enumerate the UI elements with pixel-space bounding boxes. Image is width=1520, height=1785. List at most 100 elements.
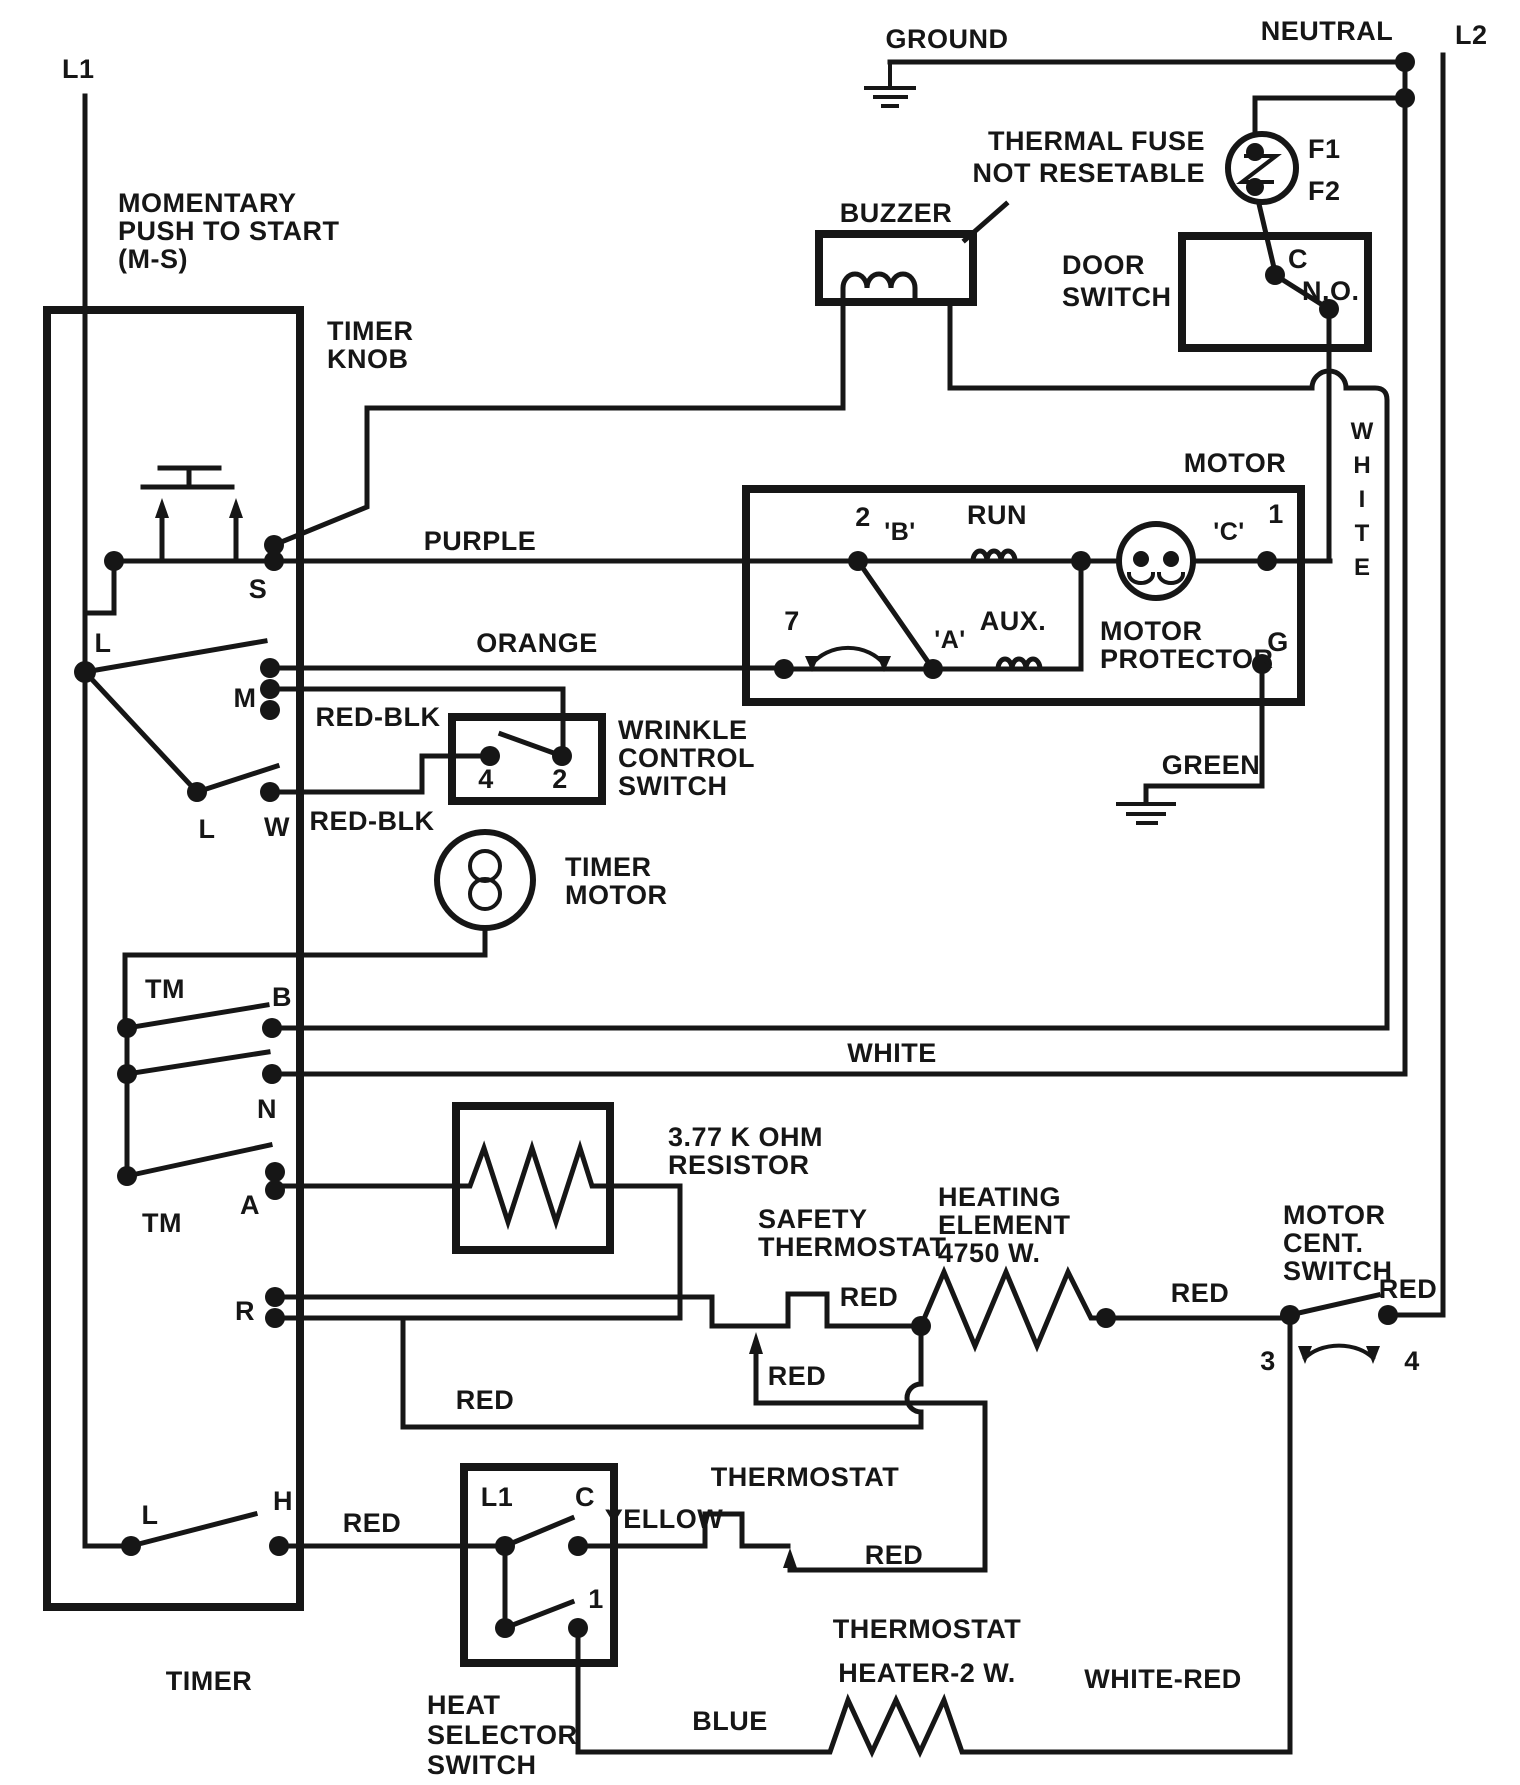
- terminal-n-label: N: [257, 1094, 277, 1124]
- heat-selector-1-label: 1: [588, 1584, 604, 1614]
- red-label-7: RED: [1379, 1274, 1438, 1304]
- door-switch-label-1: DOOR: [1062, 250, 1145, 280]
- neutral-label: NEUTRAL: [1261, 16, 1394, 46]
- thermostat-label: THERMOSTAT: [711, 1462, 899, 1492]
- buzzer-box: [815, 230, 977, 306]
- orange-wire-label: ORANGE: [476, 628, 598, 658]
- momentary-label-1: MOMENTARY: [118, 188, 296, 218]
- heat-selector-c-label: C: [575, 1482, 595, 1512]
- motor-protector-icon: [1116, 521, 1196, 601]
- junction-dots: [74, 52, 1415, 1638]
- cent-swing-arrow-left-icon: [1298, 1346, 1312, 1364]
- cent-switch-label-1: MOTOR: [1283, 1200, 1386, 1230]
- safety-thermostat-contact-arrow-icon: [749, 1332, 763, 1354]
- buzzer-label: BUZZER: [840, 198, 953, 228]
- ground-label: GROUND: [886, 24, 1009, 54]
- red-blk-w-label: RED-BLK: [310, 806, 435, 836]
- motor-2-label: 2: [855, 502, 871, 532]
- l1-label: L1: [62, 54, 95, 84]
- timer-knob-label-1: TIMER: [327, 316, 414, 346]
- text-labels: L1 L2 GROUND NEUTRAL THERMAL FUSE NOT RE…: [62, 16, 1487, 1780]
- thermostat-heater-label-2: HEATER-2 W.: [838, 1658, 1016, 1688]
- timer-box: [43, 306, 304, 1611]
- resistor-box: [452, 1102, 614, 1254]
- fuse-f1-label: F1: [1308, 134, 1341, 164]
- safety-thermostat-label-1: SAFETY: [758, 1204, 868, 1234]
- white-wire-horizontal-label: WHITE: [847, 1038, 937, 1068]
- motor-protector-label-1: MOTOR: [1100, 616, 1203, 646]
- motor-label: MOTOR: [1184, 448, 1287, 478]
- timer-knob-label-2: KNOB: [327, 344, 409, 374]
- motor-b-label: 'B': [884, 518, 915, 546]
- terminal-m-label: M: [234, 683, 257, 713]
- terminal-tm-top-label: TM: [145, 974, 185, 1004]
- wrinkle-label-3: SWITCH: [618, 771, 727, 801]
- purple-wire-label: PURPLE: [424, 526, 537, 556]
- thermostat-heater-label-1: THERMOSTAT: [833, 1614, 1021, 1644]
- wrinkle-2-label: 2: [552, 764, 568, 794]
- wrinkle-4-label: 4: [478, 764, 494, 794]
- door-switch-label-2: SWITCH: [1062, 282, 1171, 312]
- cent-switch-label-3: SWITCH: [1283, 1256, 1392, 1286]
- heat-selector-label-3: SWITCH: [427, 1750, 536, 1780]
- door-switch-box: [1178, 232, 1372, 352]
- arrowheads: [155, 498, 1380, 1568]
- red-blk-m-label: RED-BLK: [316, 702, 441, 732]
- motor-a-label: 'A': [934, 626, 965, 654]
- red-label-2: RED: [456, 1385, 515, 1415]
- motor-swing-arrow-left-icon: [805, 656, 819, 672]
- fuse-f2-label: F2: [1308, 176, 1341, 206]
- thermostat-contact-arrow-icon: [783, 1548, 797, 1568]
- terminal-s-label: S: [249, 574, 268, 604]
- push-arrow-left-icon: [155, 498, 169, 518]
- heating-element-label-2: ELEMENT: [938, 1210, 1071, 1240]
- motor-1-label: 1: [1268, 499, 1284, 529]
- timer-motor-label-2: MOTOR: [565, 880, 668, 910]
- door-c-label: C: [1288, 244, 1308, 274]
- timer-motor-label-1: TIMER: [565, 852, 652, 882]
- resistor-label-1: 3.77 K OHM: [668, 1122, 823, 1152]
- wrinkle-label-1: WRINKLE: [618, 715, 747, 745]
- white-red-wire-label: WHITE-RED: [1084, 1664, 1241, 1694]
- heat-selector-box: [460, 1463, 618, 1667]
- cent-3-label: 3: [1260, 1346, 1276, 1376]
- terminal-l-mid-label: L: [199, 814, 216, 844]
- red-label-6: RED: [1171, 1278, 1230, 1308]
- thermal-fuse-label-2: NOT RESETABLE: [972, 158, 1205, 188]
- door-no-label: N.O.: [1302, 276, 1360, 306]
- motor-7-label: 7: [784, 606, 800, 636]
- motor-run-label: RUN: [967, 500, 1027, 530]
- terminal-r-label: R: [235, 1296, 255, 1326]
- momentary-label-3: (M-S): [118, 244, 188, 274]
- wrinkle-switch-box: [448, 713, 606, 805]
- safety-thermostat-label-2: THERMOSTAT: [758, 1232, 946, 1262]
- motor-g-label: G: [1267, 627, 1289, 657]
- terminal-l-bottom-label: L: [142, 1500, 159, 1530]
- heat-selector-label-1: HEAT: [427, 1690, 501, 1720]
- timer-label: TIMER: [166, 1666, 253, 1696]
- heating-element-label-1: HEATING: [938, 1182, 1061, 1212]
- red-label-4: RED: [768, 1361, 827, 1391]
- cent-4-label: 4: [1404, 1346, 1420, 1376]
- motor-protector-label-2: PROTECTOR: [1100, 644, 1274, 674]
- red-label-1: RED: [343, 1508, 402, 1538]
- momentary-label-2: PUSH TO START: [118, 216, 340, 246]
- wrinkle-label-2: CONTROL: [618, 743, 755, 773]
- motor-box: [742, 485, 1305, 706]
- red-label-3: RED: [840, 1282, 899, 1312]
- blue-wire-label: BLUE: [692, 1706, 768, 1736]
- motor-aux-label: AUX.: [980, 606, 1047, 636]
- cent-swing-arrow-right-icon: [1366, 1346, 1380, 1364]
- heat-selector-l1-label: L1: [481, 1482, 514, 1512]
- cent-switch-label-2: CENT.: [1283, 1228, 1364, 1258]
- component-boxes: [43, 230, 1372, 1667]
- terminal-l-top-label: L: [95, 628, 112, 658]
- motor-c-label: 'C': [1213, 518, 1244, 546]
- resistor-label-2: RESISTOR: [668, 1150, 810, 1180]
- heat-selector-label-2: SELECTOR: [427, 1720, 578, 1750]
- push-arrow-right-icon: [229, 498, 243, 518]
- green-wire-label: GREEN: [1162, 750, 1261, 780]
- terminal-b-label: B: [272, 982, 292, 1012]
